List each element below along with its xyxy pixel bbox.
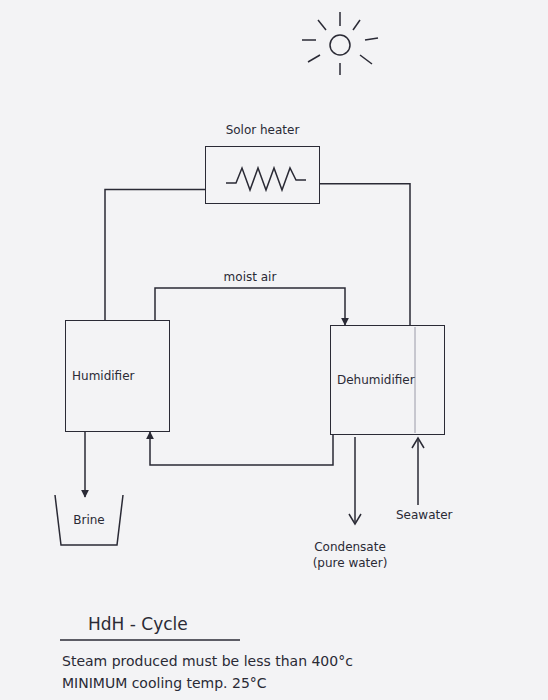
note-text: Steam produced must be less than 400°c: [62, 652, 353, 670]
note-text: MINIMUM cooling temp. 25°C: [62, 674, 267, 692]
sun-symbol: [302, 12, 378, 75]
diagram-title: HdH - Cycle: [88, 614, 188, 634]
process-box: Dehumidifier: [330, 325, 445, 435]
heater-box: Solor heater: [205, 146, 320, 204]
seawater-inlet: [417, 440, 419, 505]
process-box: Humidifier: [65, 320, 170, 432]
flow-connector: [155, 288, 345, 325]
flow-connector: [150, 432, 333, 465]
node-heading: Solor heater: [226, 123, 300, 137]
node-label: Dehumidifier: [337, 373, 415, 387]
node-label: Humidifier: [72, 369, 134, 383]
arrowhead: [412, 438, 424, 448]
brine-container: Brine: [55, 495, 123, 545]
flow-connector: [84, 432, 86, 497]
title-underline: [60, 639, 240, 641]
edge-label: moist air: [221, 270, 280, 284]
arrowhead: [349, 514, 361, 524]
input-label: Seawater: [396, 508, 453, 524]
condensate-outlet: [354, 437, 356, 522]
container-outline: [55, 495, 123, 545]
output-label: Condensate (pure water): [300, 540, 400, 571]
flow-connector: [320, 184, 410, 325]
heater-coil: [226, 168, 306, 190]
node-label: Brine: [73, 513, 105, 527]
